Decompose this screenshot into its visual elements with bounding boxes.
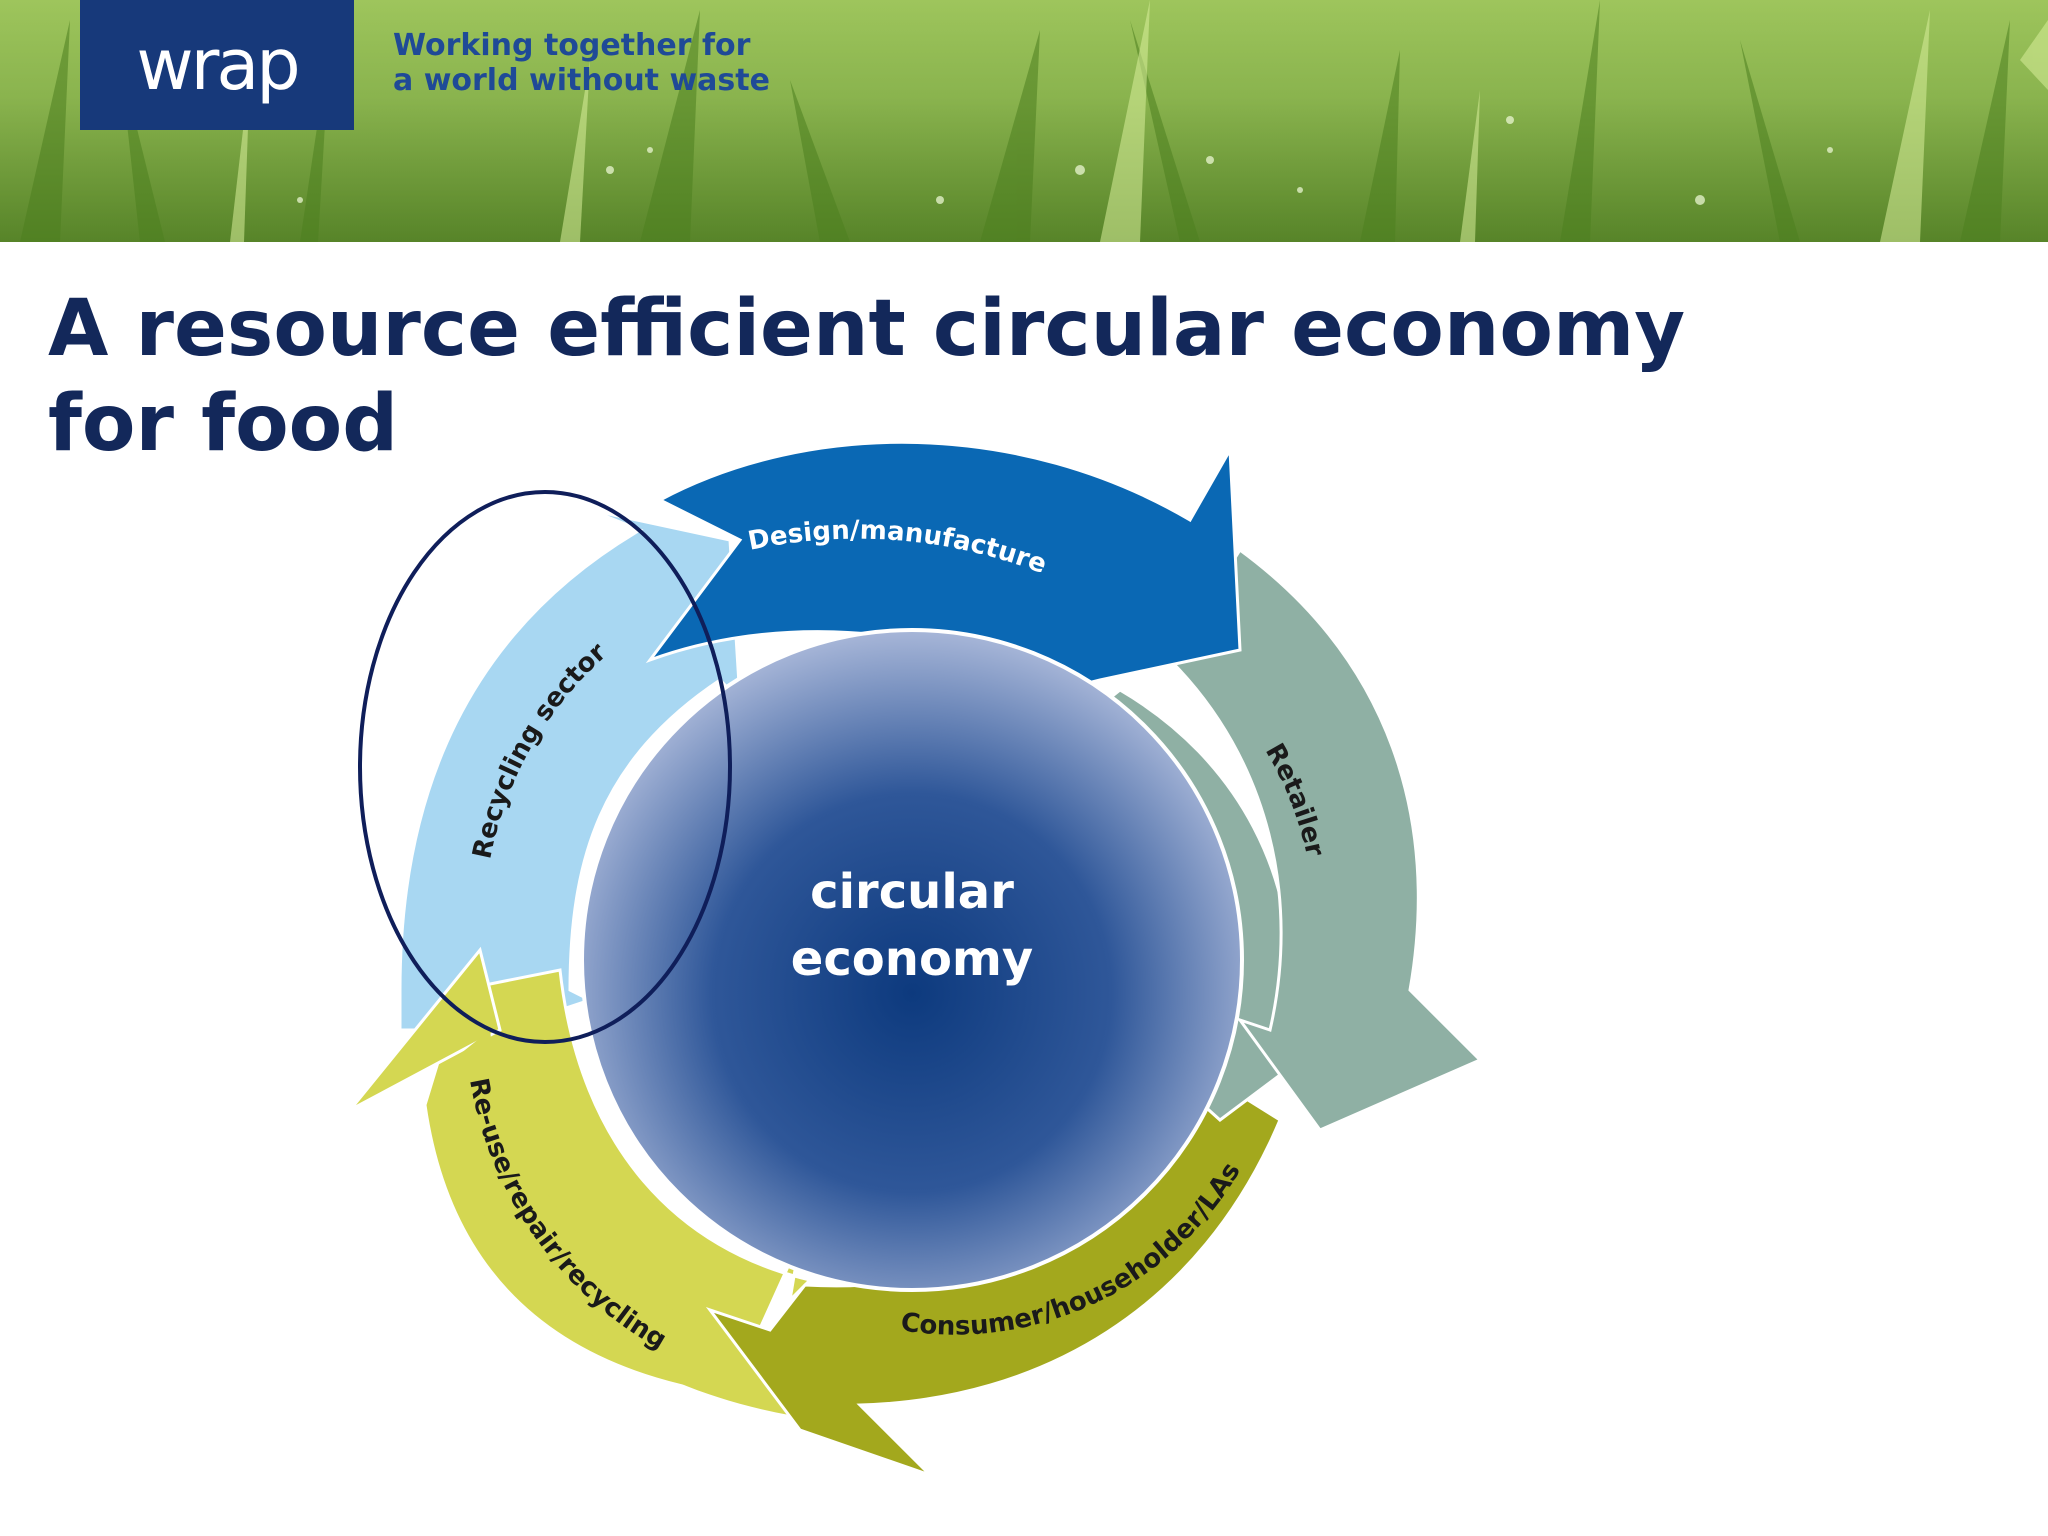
- slide-title: A resource efficient circular economy fo…: [48, 284, 1686, 469]
- header-banner: wrap Working together for a world withou…: [0, 0, 2048, 242]
- center-circle: [580, 628, 1244, 1292]
- center-label-line1: circular: [810, 864, 1014, 920]
- segment-design-manufacture: [645, 440, 1242, 703]
- wrap-logo[interactable]: wrap: [80, 0, 354, 130]
- segment-reuse-repair-recycling: [423, 968, 813, 1397]
- highlight-ellipse: [358, 490, 732, 1044]
- grass-background-image: [0, 0, 2048, 242]
- segment-reuse-tail: [348, 946, 502, 1112]
- circular-economy-diagram: circular economy Design/manufacture Reta…: [348, 440, 1483, 1477]
- tagline: Working together for a world without was…: [393, 28, 770, 98]
- logo-text: wrap: [136, 24, 300, 106]
- center-label-line2: economy: [791, 931, 1033, 987]
- segment-recycling-sector: [398, 508, 742, 1032]
- segment-retailer-outer: [1168, 547, 1483, 1132]
